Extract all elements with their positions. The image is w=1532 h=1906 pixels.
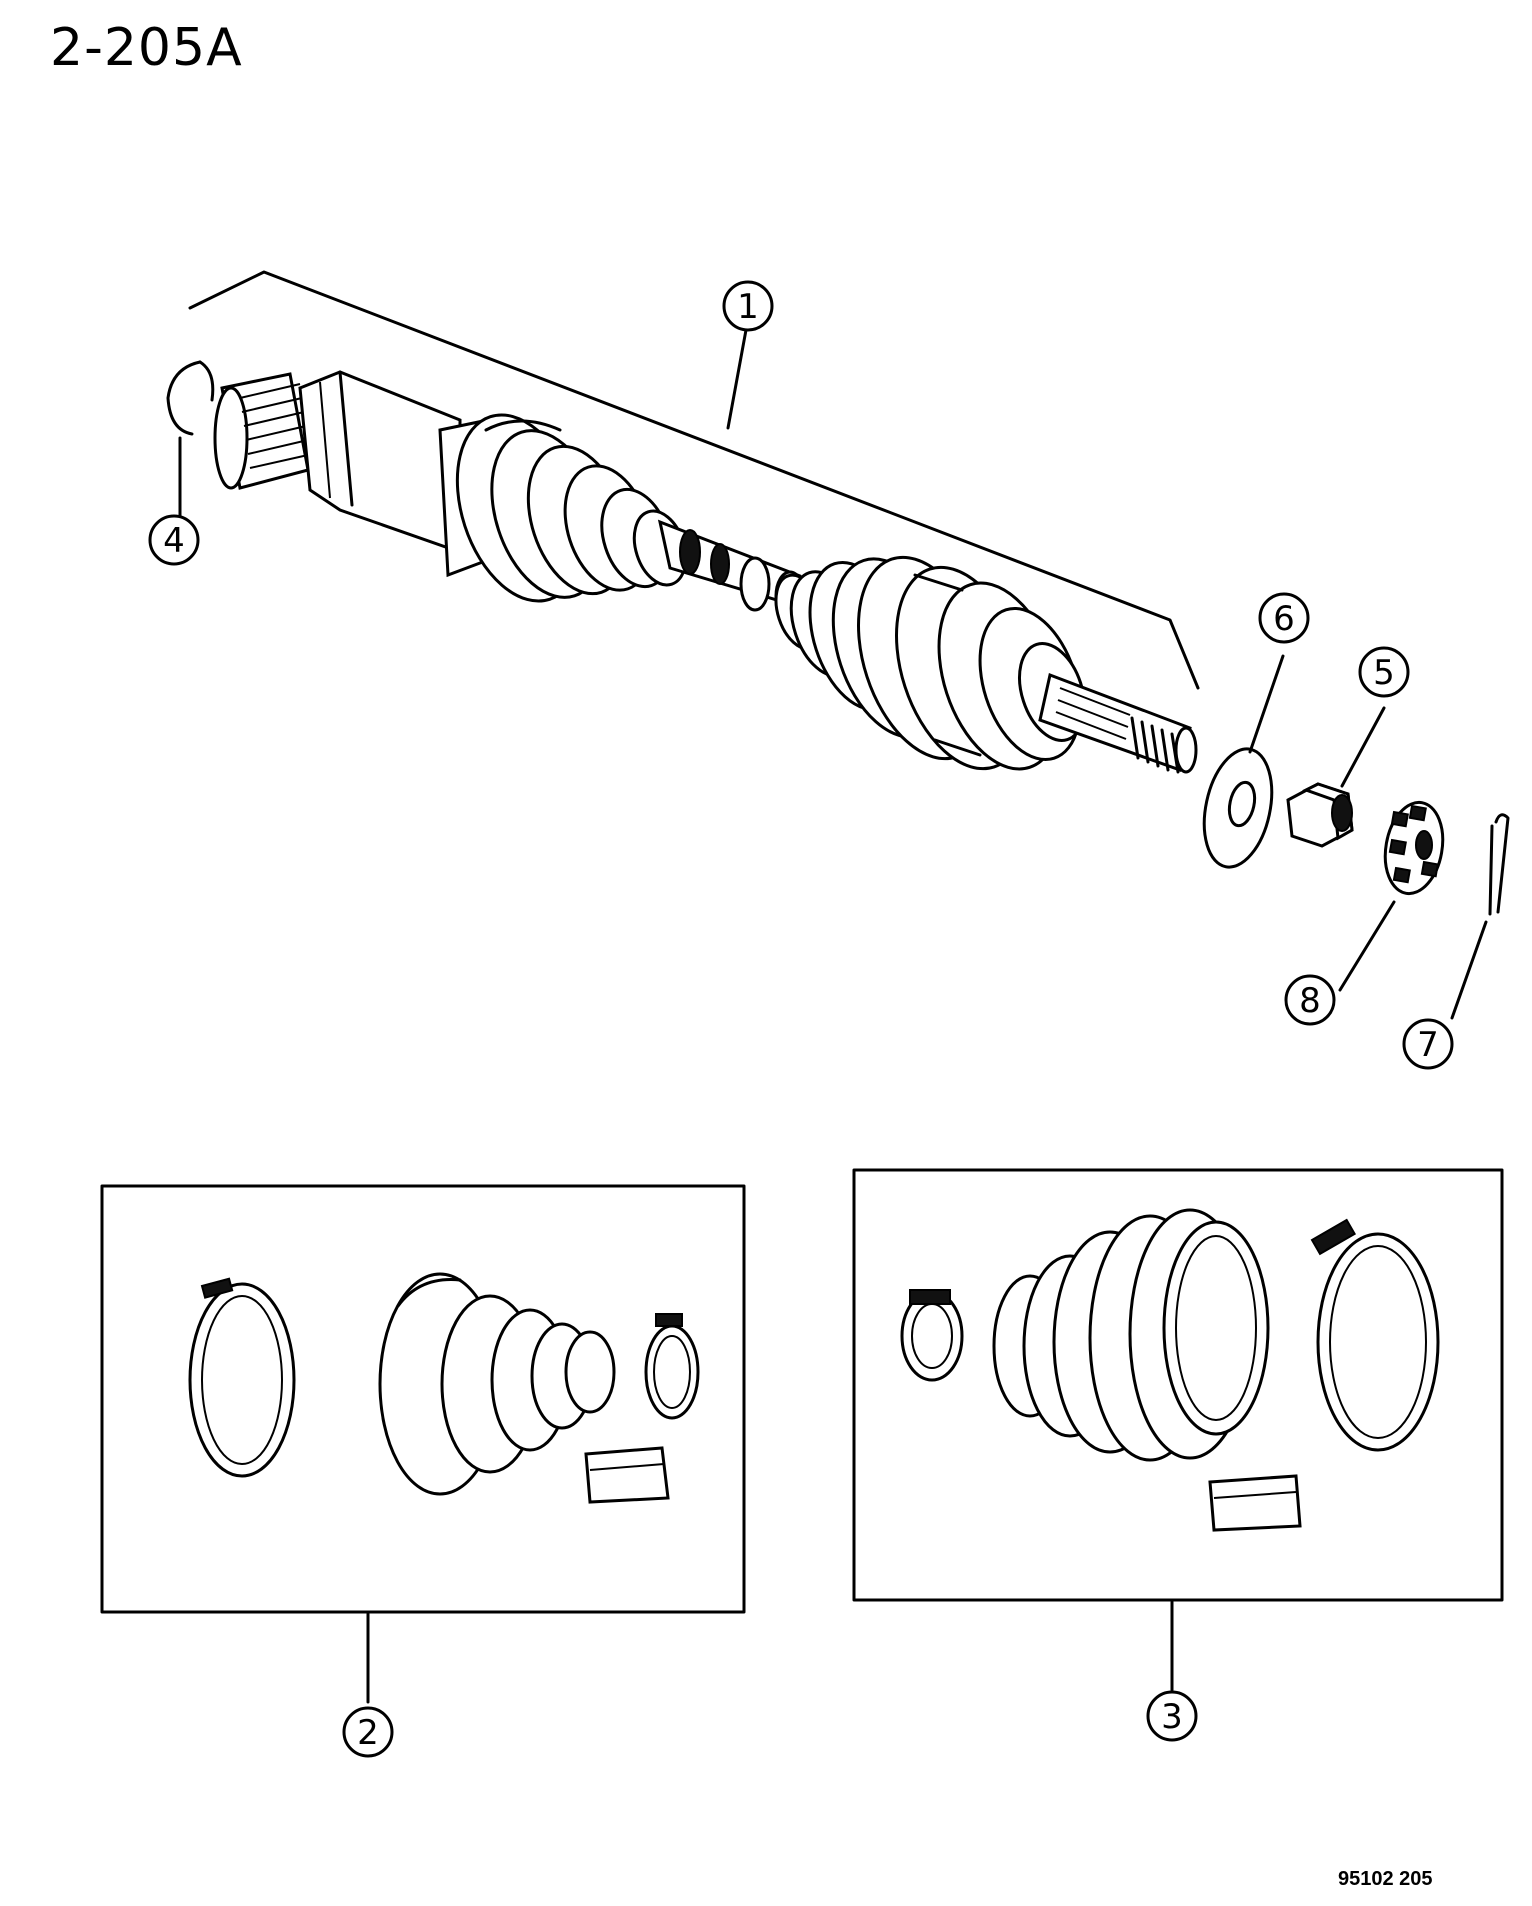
callout-7-label: 7 [1417, 1025, 1439, 1065]
callout-2: 2 [342, 1706, 394, 1758]
page-title: 2-205A [50, 18, 243, 78]
outer-cv-boot [774, 555, 1086, 771]
callout-2-label: 2 [357, 1713, 379, 1753]
shaft-assembly-bracket [188, 270, 1200, 690]
washer-6 [1202, 654, 1285, 869]
inner-cv-boot [455, 413, 688, 603]
callout-5: 5 [1358, 646, 1410, 698]
outer-threaded-stub [1038, 672, 1198, 774]
outer-boot-kit-box [852, 1168, 1504, 1692]
hex-nut-5 [1286, 706, 1386, 848]
callout-4-label: 4 [163, 521, 185, 561]
callout-1-leader [726, 328, 748, 430]
callout-8: 8 [1284, 974, 1336, 1026]
callout-8-label: 8 [1299, 981, 1321, 1021]
figure-code: 95102 205 [1338, 1868, 1433, 1890]
inner-spline-stub [213, 372, 310, 490]
callout-3-label: 3 [1161, 1697, 1183, 1737]
callout-1-label: 1 [737, 287, 759, 327]
callout-6: 6 [1258, 592, 1310, 644]
callout-1: 1 [722, 280, 774, 332]
callout-7: 7 [1402, 1018, 1454, 1070]
callout-4: 4 [148, 514, 200, 566]
callout-6-label: 6 [1273, 599, 1295, 639]
callout-5-label: 5 [1373, 653, 1395, 693]
cotter-pin-7 [1450, 813, 1510, 1020]
callout-3: 3 [1146, 1690, 1198, 1742]
snap-ring-4 [166, 360, 215, 517]
drive-shaft-assembly [213, 370, 1198, 774]
inner-boot-kit-box [100, 1184, 746, 1704]
castle-nut-8 [1338, 800, 1445, 992]
